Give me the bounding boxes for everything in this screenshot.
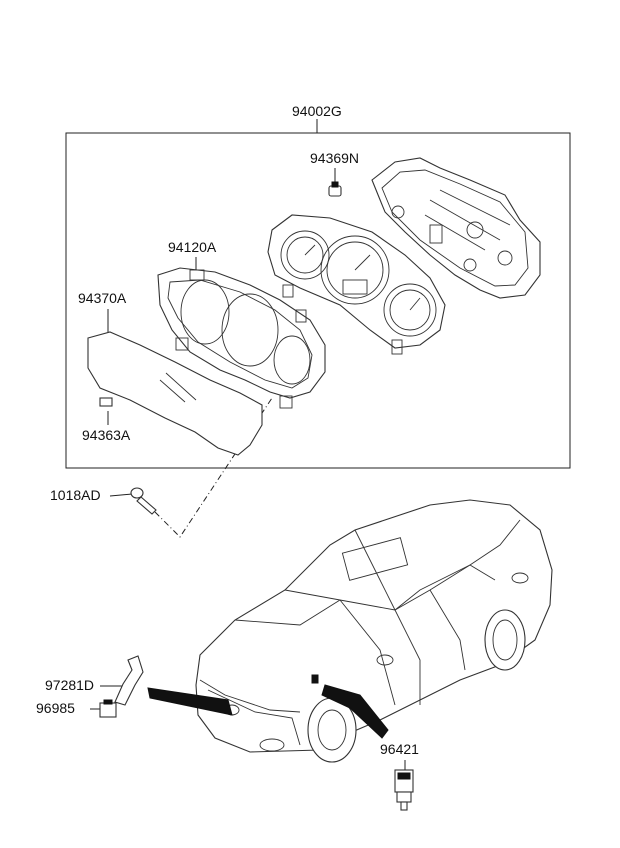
- ambient-sensor-bracket: [114, 655, 144, 706]
- label-assembly: 94002G: [292, 103, 342, 119]
- screw: [130, 487, 157, 515]
- ambient-sensor-connector: [99, 699, 117, 718]
- label-bulb: 94369N: [310, 150, 359, 166]
- rear-housing: [371, 157, 541, 299]
- lens-clip: [99, 397, 113, 407]
- pointer-arrow-right: [321, 684, 389, 739]
- label-case: 94120A: [168, 239, 217, 255]
- rear-wheel: [484, 609, 526, 671]
- speed-sensor: [394, 769, 414, 811]
- bulb-socket: [328, 181, 342, 197]
- gauge-face: [267, 214, 446, 355]
- label-lens: 94370A: [78, 290, 127, 306]
- label-lens-clip: 94363A: [82, 427, 131, 443]
- label-sensor: 96421: [380, 741, 419, 757]
- leader-screw: [109, 493, 133, 497]
- side-mirror: [376, 654, 394, 666]
- label-connector: 96985: [36, 700, 75, 716]
- lens-glass: [87, 331, 263, 456]
- assembly-frame: [65, 132, 571, 469]
- label-bracket: 97281D: [45, 677, 94, 693]
- car-body: [195, 499, 553, 763]
- label-screw: 1018AD: [50, 487, 101, 503]
- meter-case: [157, 267, 326, 409]
- pointer-arrow-left: [147, 687, 233, 716]
